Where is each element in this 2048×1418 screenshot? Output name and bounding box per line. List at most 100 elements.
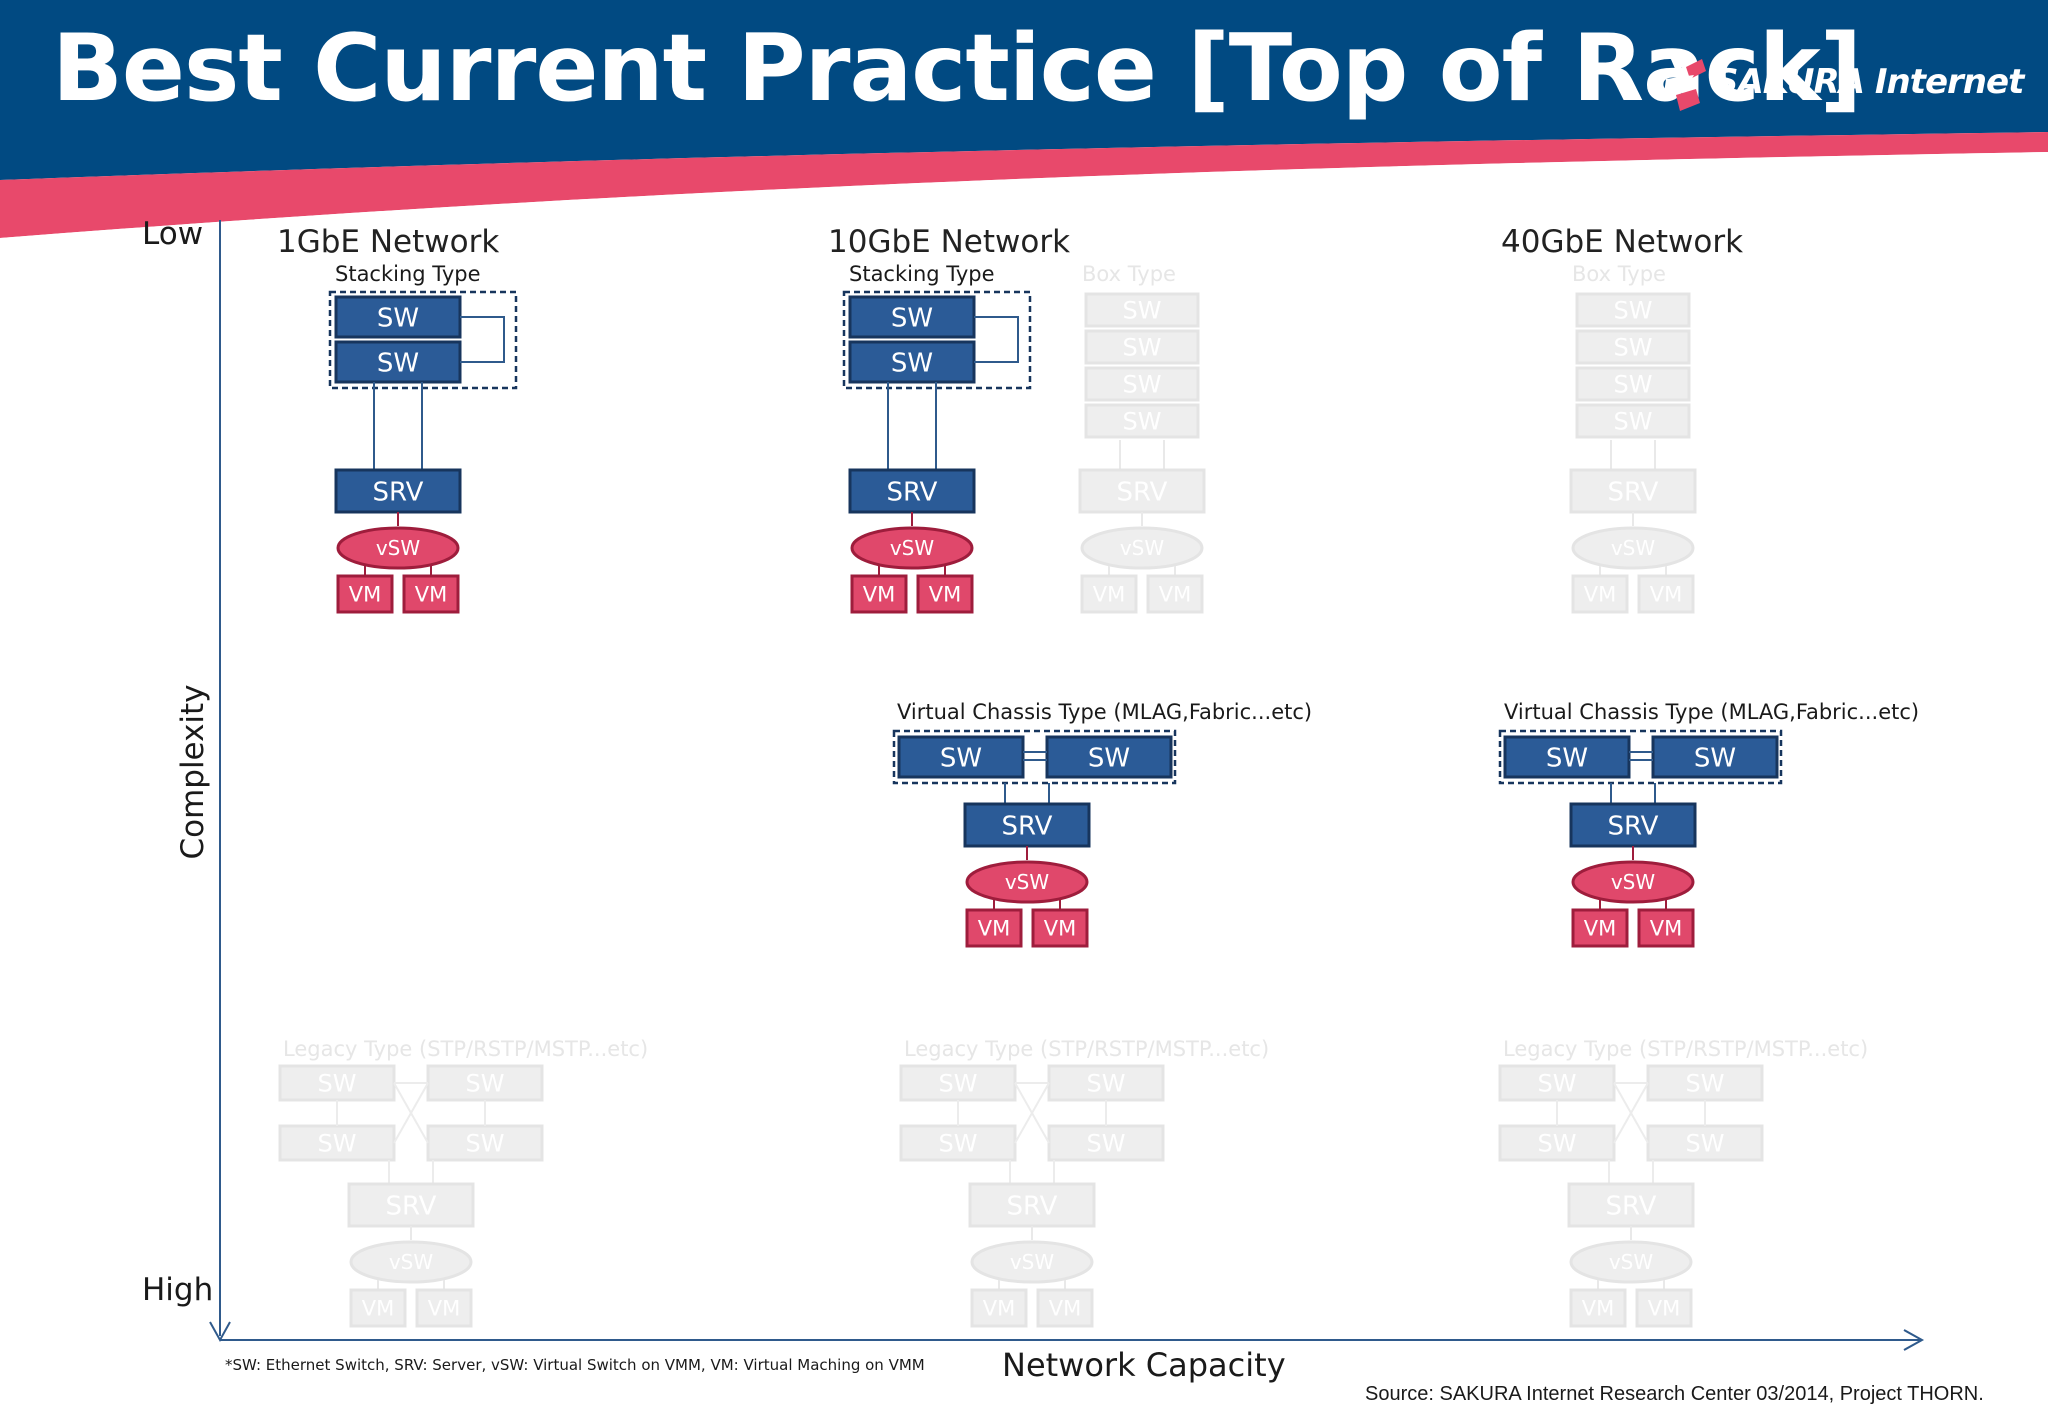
vchassis-10gbe-vsw [965, 860, 1089, 904]
legacy-1gbe-cross-link-2 [393, 1082, 429, 1144]
vchassis-10gbe-sw-2 [1045, 735, 1173, 779]
vchassis-10gbe-srv-label: SRV [1002, 811, 1053, 841]
y-axis-low-label: Low [142, 216, 204, 252]
vchassis-40gbe-sw-1-label: SW [1546, 743, 1588, 773]
legacy-1gbe-sw-1-label: SW [318, 1070, 357, 1098]
vchassis-40gbe-vsw-label: vSW [1611, 870, 1656, 894]
y-axis-title: Complexity [175, 684, 211, 860]
stacking-1gbe-vm-2 [402, 574, 460, 614]
box-10gbe-vsw-label: vSW [1120, 536, 1165, 560]
box-10gbe-sw-2-label: SW [1123, 334, 1162, 362]
legacy-1gbe-vm-2-label: VM [428, 1297, 460, 1321]
box-40gbe-sw-3-label: SW [1614, 371, 1653, 399]
stacking-1gbe-stack-cable [460, 316, 505, 363]
legacy-1gbe: SW SW SW SW SRV vSW VM VM [278, 1064, 544, 1328]
legacy-10gbe-sw-3-label: SW [939, 1130, 978, 1158]
header-accent-gap [0, 152, 2048, 248]
legacy-10gbe-vm-1 [970, 1288, 1028, 1328]
vchassis-40gbe-sw-2 [1651, 735, 1779, 779]
box-10gbe-srv-label: SRV [1117, 477, 1168, 507]
legacy-1gbe-vm-1-label: VM [362, 1297, 394, 1321]
legacy-40gbe-sw-3-label: SW [1538, 1130, 1577, 1158]
legacy-10gbe-srv-label: SRV [1007, 1191, 1058, 1221]
box-40gbe: SW SW SW SW SRV vSW VM VM [1569, 292, 1697, 614]
legacy-1gbe-vsw [349, 1240, 473, 1284]
box-40gbe-srv-label: SRV [1608, 477, 1659, 507]
vchassis-40gbe-vm-2 [1637, 908, 1695, 948]
legacy-10gbe-sw-2-label: SW [1087, 1070, 1126, 1098]
y-axis-high-label: High [142, 1272, 214, 1308]
column-title-40gbe: 40GbE Network [1501, 224, 1744, 260]
legacy-10gbe-sw-1 [899, 1064, 1017, 1102]
stacking-1gbe-vsw [336, 526, 460, 570]
legacy-10gbe-cross-link-2 [1014, 1082, 1050, 1144]
stacking-1gbe-vm-1-label: VM [349, 583, 381, 607]
legacy-1gbe-srv-label: SRV [386, 1191, 437, 1221]
legacy-40gbe-vsw [1569, 1240, 1693, 1284]
box-40gbe-vm-2 [1637, 574, 1695, 614]
legacy-1gbe-vsw-label: vSW [389, 1250, 434, 1274]
legacy-type-label-1gbe: Legacy Type (STP/RSTP/MSTP...etc) [283, 1037, 649, 1061]
legacy-40gbe-vm-1 [1569, 1288, 1627, 1328]
vchassis-40gbe-chassis-border [1498, 729, 1783, 785]
virtual-chassis-label-40gbe: Virtual Chassis Type (MLAG,Fabric...etc) [1504, 700, 1920, 724]
legacy-1gbe-sw-4-label: SW [466, 1130, 505, 1158]
legacy-40gbe-sw-2 [1646, 1064, 1764, 1102]
column-title-1gbe: 1GbE Network [277, 224, 500, 260]
box-40gbe-sw-2-label: SW [1614, 334, 1653, 362]
box-10gbe-vsw [1080, 526, 1204, 570]
box-40gbe-sw-2 [1575, 329, 1691, 365]
stacking-10gbe-sw-2 [848, 340, 976, 384]
box-10gbe-vm-1-label: VM [1093, 583, 1125, 607]
legacy-1gbe-vm-1 [349, 1288, 407, 1328]
vchassis-40gbe-srv-label: SRV [1608, 811, 1659, 841]
box-40gbe-vm-2-label: VM [1650, 583, 1682, 607]
vchassis-10gbe-sw-2-label: SW [1088, 743, 1130, 773]
box-40gbe-vm-1-label: VM [1584, 583, 1616, 607]
legacy-40gbe-sw-2-label: SW [1686, 1070, 1725, 1098]
legacy-40gbe-vm-2-label: VM [1648, 1297, 1680, 1321]
axes [209, 220, 1925, 1351]
stacking-1gbe-vm-2-label: VM [415, 583, 447, 607]
legacy-40gbe-sw-4-label: SW [1686, 1130, 1725, 1158]
stacking-type-label-1gbe: Stacking Type [335, 262, 481, 286]
legacy-40gbe-sw-1 [1498, 1064, 1616, 1102]
box-40gbe-sw-1-label: SW [1614, 297, 1653, 325]
box-10gbe-sw-4-label: SW [1123, 408, 1162, 436]
stacking-10gbe-vm-1-label: VM [863, 583, 895, 607]
legacy-10gbe-vsw-label: vSW [1010, 1250, 1055, 1274]
box-40gbe-vsw [1571, 526, 1695, 570]
vchassis-10gbe-chassis-border [892, 729, 1177, 785]
vchassis-10gbe-vm-1 [965, 908, 1023, 948]
legacy-1gbe-sw-3-label: SW [318, 1130, 357, 1158]
vchassis-40gbe-vm-1-label: VM [1584, 917, 1616, 941]
vchassis-40gbe-vm-2-label: VM [1650, 917, 1682, 941]
box-10gbe-sw-3-label: SW [1123, 371, 1162, 399]
box-40gbe-sw-4 [1575, 403, 1691, 439]
box-10gbe-sw-3 [1084, 366, 1200, 402]
stacking-10gbe-vm-1 [850, 574, 908, 614]
legacy-1gbe-sw-1 [278, 1064, 396, 1102]
vchassis-10gbe-sw-1 [897, 735, 1025, 779]
box-10gbe-vm-2-label: VM [1159, 583, 1191, 607]
slide-title: Best Current Practice [Top of Rack] [52, 14, 1862, 122]
legacy-40gbe-srv-label: SRV [1606, 1191, 1657, 1221]
vchassis-10gbe-vm-2-label: VM [1044, 917, 1076, 941]
legacy-10gbe-vm-2-label: VM [1049, 1297, 1081, 1321]
stacking-10gbe-sw-1-label: SW [891, 303, 933, 333]
legacy-1gbe-sw-2-label: SW [466, 1070, 505, 1098]
vchassis-10gbe-vsw-label: vSW [1005, 870, 1050, 894]
stacking-1gbe-sw-2 [334, 340, 462, 384]
vchassis-40gbe-sw-1 [1503, 735, 1631, 779]
box-40gbe-vsw-label: vSW [1611, 536, 1656, 560]
box-40gbe-sw-4-label: SW [1614, 408, 1653, 436]
legacy-10gbe-sw-1-label: SW [939, 1070, 978, 1098]
legacy-40gbe-cross-link-2 [1613, 1082, 1649, 1144]
box-10gbe-vm-2 [1146, 574, 1204, 614]
